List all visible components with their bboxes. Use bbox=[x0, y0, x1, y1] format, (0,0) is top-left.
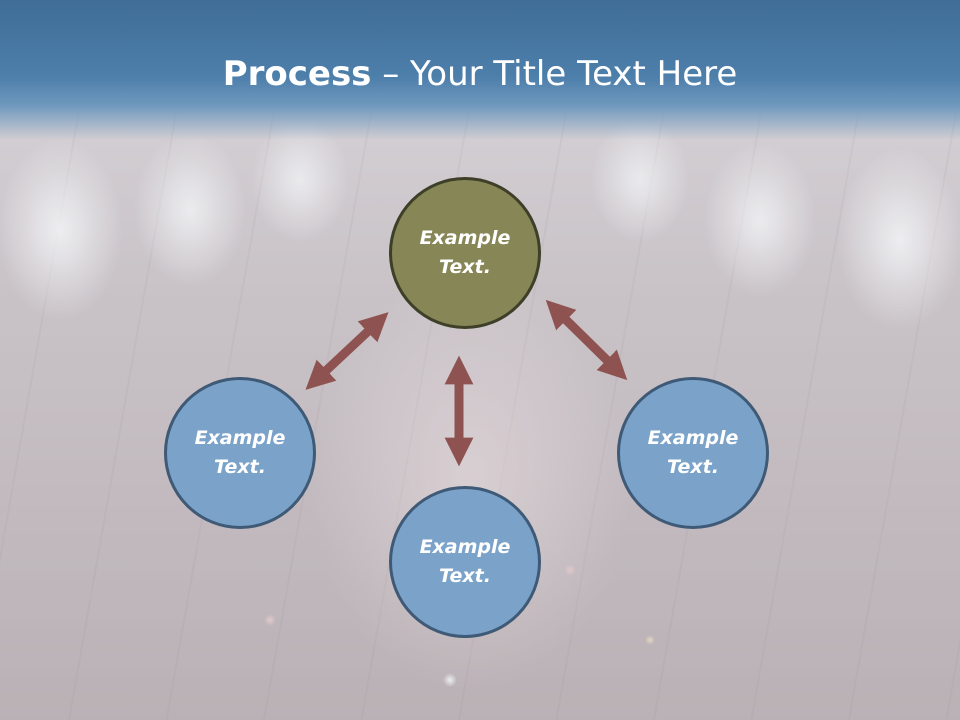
node-bottom-label: Example Text. bbox=[419, 536, 511, 587]
node-top-label: Example Text. bbox=[419, 227, 511, 278]
title-rest: – Your Title Text Here bbox=[371, 54, 738, 94]
node-left-label: Example Text. bbox=[194, 427, 286, 478]
node-right: Example Text. bbox=[617, 377, 769, 529]
arrow-top-right bbox=[545, 299, 628, 381]
title-strong: Process bbox=[222, 54, 372, 94]
node-bottom: Example Text. bbox=[389, 486, 541, 638]
node-right-label: Example Text. bbox=[647, 427, 739, 478]
node-top: Example Text. bbox=[389, 177, 541, 329]
arrow-top-left bbox=[305, 312, 389, 390]
slide-title: Process – Your Title Text Here bbox=[0, 52, 960, 96]
node-left: Example Text. bbox=[164, 377, 316, 529]
title-bar: Process – Your Title Text Here bbox=[0, 0, 960, 140]
